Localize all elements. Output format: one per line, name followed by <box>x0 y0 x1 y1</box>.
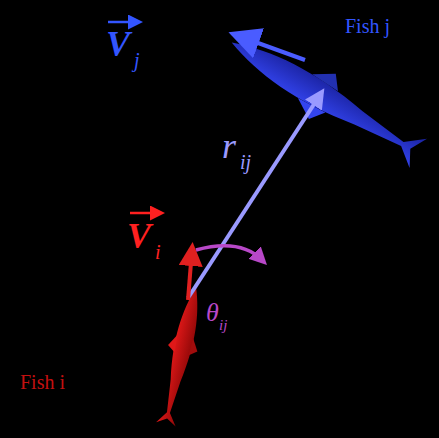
distance-symbol: r <box>222 128 236 164</box>
subscript: i <box>155 242 161 262</box>
vector-symbol: V <box>106 26 130 62</box>
fish-label: Fish i <box>20 372 65 392</box>
subscript: ij <box>219 318 227 333</box>
subscript: j <box>134 50 140 70</box>
vector-symbol: V <box>127 218 151 254</box>
angle-symbol: θ <box>206 300 219 326</box>
fish-label: Fish j <box>345 16 390 36</box>
subscript: ij <box>240 152 251 172</box>
